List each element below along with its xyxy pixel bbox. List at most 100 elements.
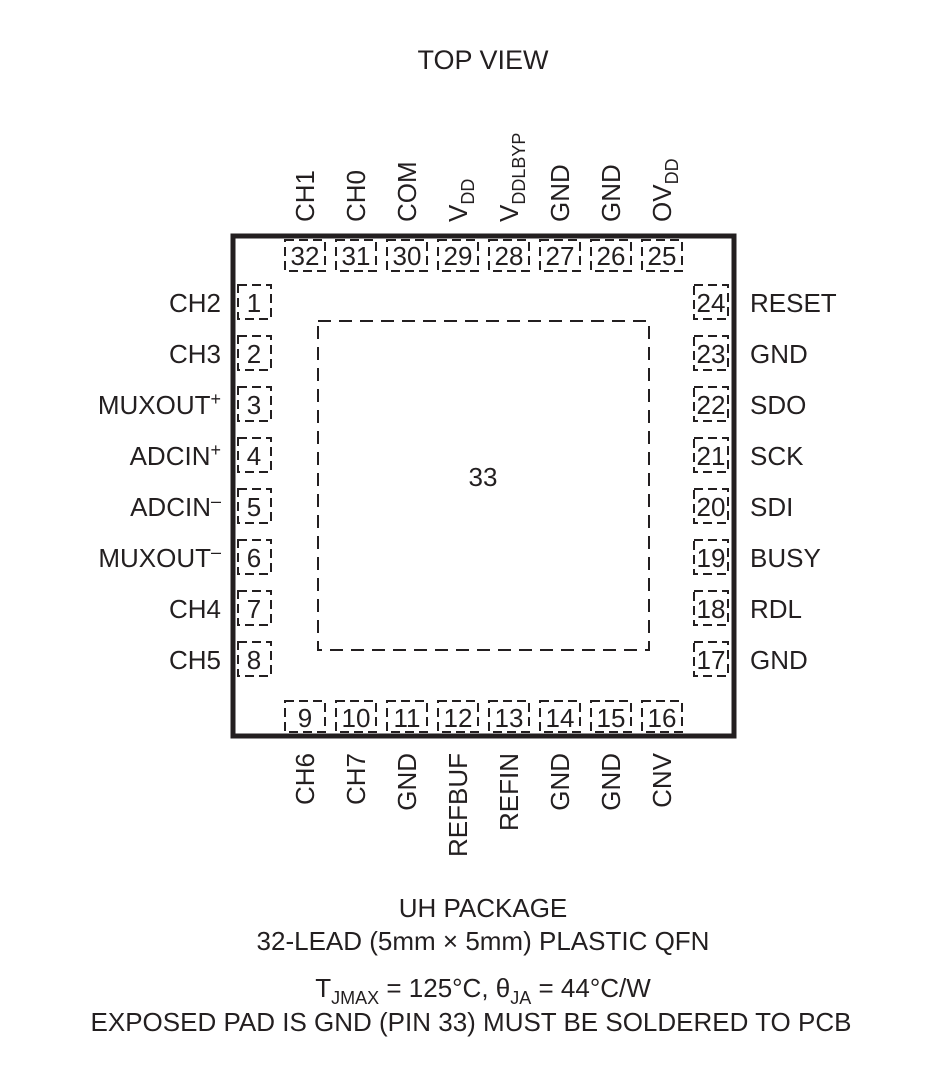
pin-24-label: RESET <box>750 288 837 318</box>
pin-14-label: GND <box>545 753 575 811</box>
pin-21-pad <box>693 437 729 473</box>
pin-16-label: CNV <box>647 752 677 808</box>
pin-21-name: SCK <box>750 441 804 471</box>
view-title: TOP VIEW <box>417 45 549 75</box>
pin-23-name: GND <box>750 339 808 369</box>
pin-30-label: COM <box>392 161 422 222</box>
pin-28-label: VDDLBYP <box>494 133 529 222</box>
pin-16-number: 16 <box>648 703 677 733</box>
package-caption: UH PACKAGE 32-LEAD (5mm × 5mm) PLASTIC Q… <box>91 893 852 1037</box>
exposed-pad-number: 33 <box>469 462 498 492</box>
pin-14-pad <box>539 700 581 733</box>
pin-20-number: 20 <box>697 492 726 522</box>
pin-12-number: 12 <box>444 703 473 733</box>
pin-16-pad <box>641 700 683 733</box>
pin-24-number: 24 <box>697 288 726 318</box>
pin-8-name: CH5 <box>169 645 221 675</box>
pin-22-label: SDO <box>750 390 806 420</box>
pin-23-label: GND <box>750 339 808 369</box>
pin-8-pad <box>237 641 272 677</box>
pin-15-number: 15 <box>597 703 626 733</box>
pin-13-name: REFIN <box>494 753 524 831</box>
pins-layer: 1CH22CH33MUXOUT+4ADCIN+5ADCIN–6MUXOUT–7C… <box>98 133 837 857</box>
pin-28-name: V <box>494 204 524 222</box>
pin-13-number: 13 <box>495 703 524 733</box>
pin-23-number: 23 <box>697 339 726 369</box>
pin-4-label: ADCIN+ <box>130 440 221 471</box>
pin-26-pad <box>590 239 632 272</box>
pin-11-label: GND <box>392 753 422 811</box>
pin-27-number: 27 <box>546 241 575 271</box>
pin-6-name: MUXOUT <box>98 543 211 573</box>
pin-26-name: GND <box>596 164 626 222</box>
pin-27-pad <box>539 239 581 272</box>
pin-15-label: GND <box>596 753 626 811</box>
pin-32-pad <box>284 239 326 272</box>
pin-9-label: CH6 <box>290 753 320 805</box>
pin-7: 7 CH4 <box>169 594 261 624</box>
package-name: UH PACKAGE <box>399 893 568 923</box>
pin-6-number: 6 <box>247 543 261 573</box>
pin-5-number: 5 <box>247 492 261 522</box>
pin-32-name: CH1 <box>290 170 320 222</box>
pin-25-subscript: DD <box>662 158 682 184</box>
pin-9-number: 9 <box>298 703 312 733</box>
pin-26-number: 26 <box>597 241 626 271</box>
pin-10-number: 10 <box>342 703 371 733</box>
pin-12-label: REFBUF <box>443 753 473 857</box>
tjmax-value: = 125°C, <box>379 973 496 1003</box>
pin-30-pad <box>386 239 428 272</box>
pin-31-number: 31 <box>342 241 371 271</box>
pin-10-pad <box>335 700 377 733</box>
pin-27-label: GND <box>545 164 575 222</box>
pin-20-name: SDI <box>750 492 793 522</box>
pin-9-pad <box>284 700 326 733</box>
pin-4-number: 4 <box>247 441 261 471</box>
pin-7-pad <box>237 590 272 626</box>
pin-24: 24 RESET <box>697 288 837 318</box>
pin-16-name: CNV <box>647 752 677 808</box>
pin-27: 27 GND <box>545 164 575 271</box>
pin-7-label: CH4 <box>169 594 221 624</box>
pin-3-number: 3 <box>247 390 261 420</box>
pin-31-label: CH0 <box>341 170 371 222</box>
pin-32-number: 32 <box>291 241 320 271</box>
exposed-pad-note: EXPOSED PAD IS GND (PIN 33) MUST BE SOLD… <box>91 1007 852 1037</box>
pin-6-superscript: – <box>211 542 221 562</box>
theta-value: = 44°C/W <box>531 973 651 1003</box>
pin-4-superscript: + <box>210 440 221 460</box>
pin-4: 4 ADCIN+ <box>130 440 262 471</box>
pin-19-number: 19 <box>697 543 726 573</box>
pin-32-label: CH1 <box>290 170 320 222</box>
pin-7-number: 7 <box>247 594 261 624</box>
pin-19-pad <box>693 539 729 575</box>
thermal-spec: TJMAX = 125°C, θJA = 44°C/W <box>315 973 651 1008</box>
pin-17-pad <box>693 641 729 677</box>
pin-11-number: 11 <box>394 703 421 733</box>
pin-1-name: CH2 <box>169 288 221 318</box>
pin-6: 6 MUXOUT– <box>98 542 261 573</box>
theta-symbol: θ <box>496 973 510 1003</box>
pin-2-number: 2 <box>247 339 261 369</box>
theta-subscript: JA <box>510 988 531 1008</box>
pin-5-superscript: – <box>211 491 221 511</box>
pin-4-pad <box>237 437 272 473</box>
package-lead-desc: 32-LEAD (5mm × 5mm) PLASTIC QFN <box>257 926 710 956</box>
pin-17-number: 17 <box>697 645 726 675</box>
pin-22-pad <box>693 386 729 422</box>
pin-6-label: MUXOUT– <box>98 542 221 573</box>
pin-3-superscript: + <box>210 389 221 409</box>
pin-24-name: RESET <box>750 288 837 318</box>
tjmax-symbol: T <box>315 973 331 1003</box>
pin-21-number: 21 <box>697 441 726 471</box>
pin-18-label: RDL <box>750 594 802 624</box>
tjmax-subscript: JMAX <box>331 988 379 1008</box>
